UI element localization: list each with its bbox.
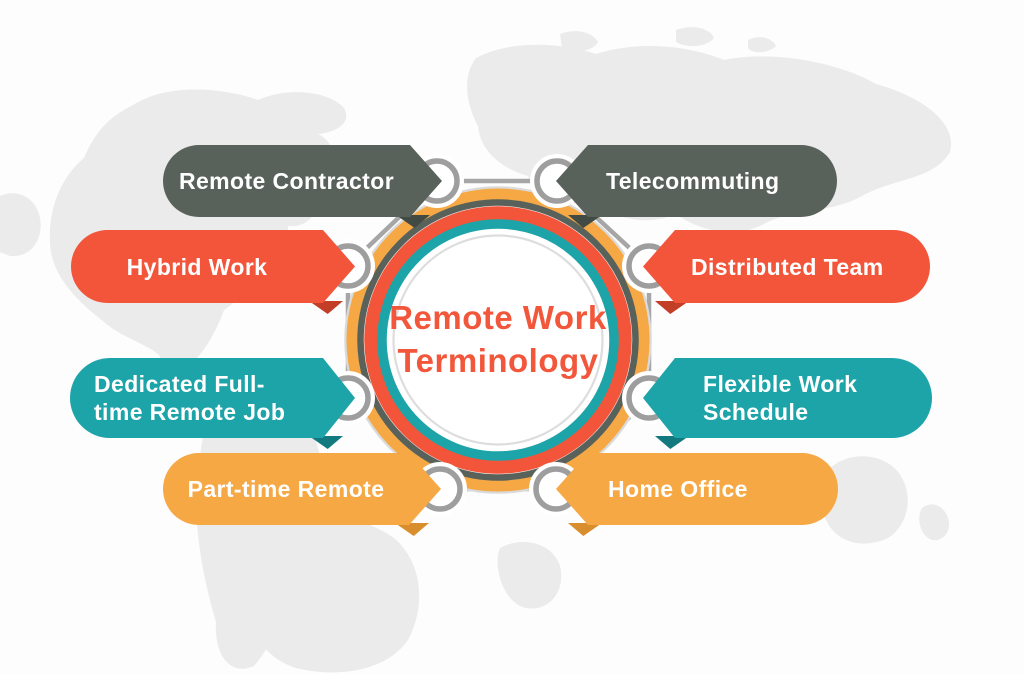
banner-arrow-tip bbox=[410, 145, 442, 217]
banner-telecommuting-body: Telecommuting bbox=[588, 145, 837, 217]
banner-hybrid-work: Hybrid Work bbox=[71, 230, 355, 314]
banner-arrow-tip bbox=[323, 230, 355, 303]
banner-arrow-tip bbox=[643, 230, 675, 303]
banner-distributed-team: Distributed Team bbox=[643, 230, 930, 314]
banner-label-line2: Schedule bbox=[703, 399, 809, 425]
banner-arrow-tip bbox=[556, 453, 588, 525]
banner-label: Home Office bbox=[608, 476, 748, 502]
diagram-title: Remote Work Terminology bbox=[368, 296, 628, 382]
banner-label: Telecommuting bbox=[606, 168, 780, 194]
banner-label: Hybrid Work bbox=[126, 253, 268, 280]
banner-label-line2: time Remote Job bbox=[94, 399, 286, 425]
diagram-title-line1: Remote Work bbox=[389, 299, 607, 336]
banner-part-time-remote: Part-time Remote bbox=[163, 453, 441, 536]
banner-remote-contractor-body: Remote Contractor bbox=[163, 145, 410, 217]
banner-hybrid-work-body: Hybrid Work bbox=[71, 230, 323, 303]
banner-arrow-tip bbox=[643, 358, 675, 438]
center-rings bbox=[344, 186, 652, 494]
banner-label: Dedicated Full- bbox=[94, 371, 265, 397]
banner-label: Flexible Work bbox=[703, 371, 858, 397]
banner-dedicated-body: Dedicated Full- time Remote Job bbox=[70, 358, 323, 438]
banner-label: Distributed Team bbox=[691, 253, 884, 280]
banner-flexible-body: Flexible Work Schedule bbox=[675, 358, 932, 438]
banner-flexible-work-schedule: Flexible Work Schedule bbox=[643, 358, 932, 449]
banner-arrow-tip bbox=[556, 145, 588, 217]
diagram-title-line2: Terminology bbox=[397, 342, 599, 379]
banner-label: Part-time Remote bbox=[187, 476, 385, 502]
banner-telecommuting: Telecommuting bbox=[556, 145, 837, 228]
banner-distributed-team-body: Distributed Team bbox=[675, 230, 930, 303]
banner-home-office-body: Home Office bbox=[588, 453, 838, 525]
banner-arrow-tip bbox=[323, 358, 355, 438]
banner-remote-contractor: Remote Contractor bbox=[163, 145, 442, 228]
banner-label: Remote Contractor bbox=[178, 168, 395, 194]
banner-arrow-tip bbox=[409, 453, 441, 525]
banner-part-time-body: Part-time Remote bbox=[163, 453, 409, 525]
banner-home-office: Home Office bbox=[556, 453, 838, 536]
banner-dedicated-full-time-remote-job: Dedicated Full- time Remote Job bbox=[70, 358, 355, 449]
